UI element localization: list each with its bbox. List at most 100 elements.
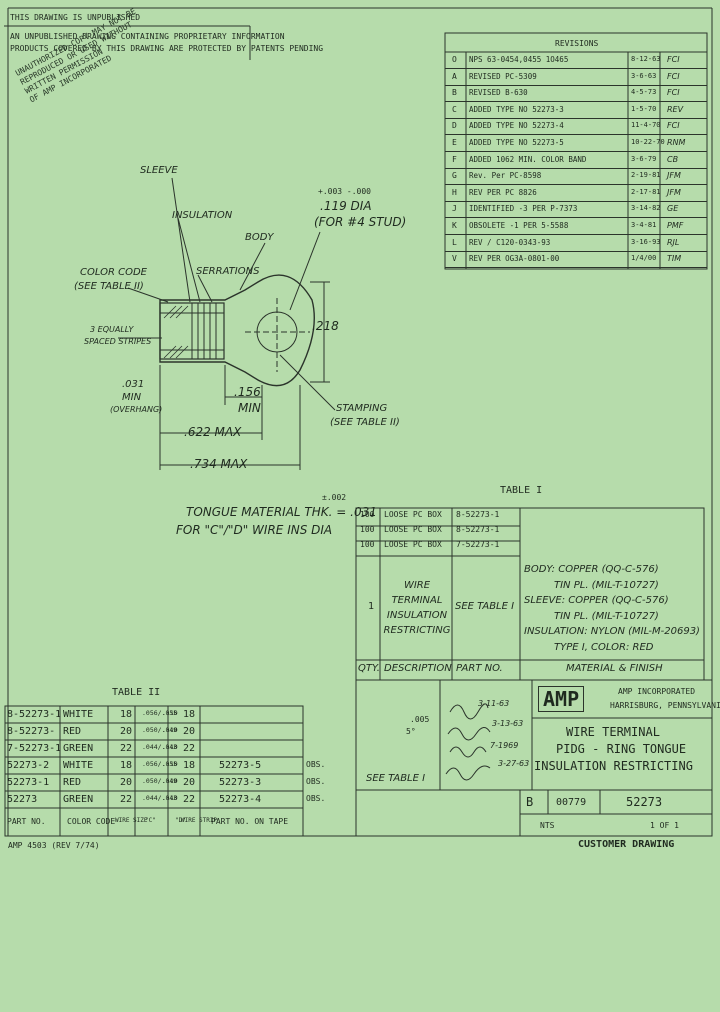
footer-ref: AMP 4503 (REV 7/74)	[8, 841, 100, 850]
revision-date: 3-16-93	[631, 237, 661, 246]
table-2-cell-size: 18	[120, 760, 133, 771]
dim-218: .218	[312, 319, 339, 333]
label-see-table-ii: (SEE TABLE II)	[74, 281, 144, 292]
table-1-desc-line: INSULATION	[386, 610, 448, 621]
table-2-obs-note: OBS.	[306, 777, 326, 786]
revision-by: CB	[667, 154, 679, 164]
table-2-header: COLOR CODE	[67, 817, 116, 826]
table-2-cell-strip: 18	[183, 709, 196, 720]
label-stud-dia: .119 DIA	[320, 199, 372, 213]
table-2-cell-color: WHITE	[63, 760, 94, 771]
table-2-cell-color: GREEN	[63, 794, 94, 805]
revision-by: TIM	[667, 254, 682, 264]
revision-letter: G	[452, 171, 457, 181]
tolerance-angular: 5°	[406, 727, 416, 736]
sheet-number: 1 OF 1	[650, 821, 679, 830]
revision-letter: B	[452, 88, 457, 98]
table-2-cell-strip: 22	[183, 794, 196, 805]
table-1-qty: 100	[360, 510, 375, 519]
table-2-cell-pn: 52273-1	[7, 777, 50, 788]
table-1-pack: LOOSE PC BOX	[384, 510, 442, 519]
cage-code: 00779	[556, 797, 587, 808]
revision-date: 1/4/00	[631, 254, 657, 263]
table-2-cell-color: GREEN	[63, 743, 94, 754]
revision-letter: K	[452, 221, 457, 230]
table-2-cell-size: 20	[120, 777, 133, 788]
revision-letter: V	[452, 254, 457, 264]
label-stud-for: (FOR #4 STUD)	[314, 215, 407, 229]
table-1-head-desc: DESCRIPTION	[384, 663, 452, 674]
table-2-cell-size: 18	[120, 709, 133, 720]
revision-date: 11-4-70	[631, 121, 661, 130]
label-sleeve: SLEEVE	[140, 165, 178, 176]
revision-description: ADDED 1062 MIN. COLOR BAND	[469, 154, 587, 164]
revision-letter: J	[452, 204, 457, 214]
revision-description: ADDED TYPE NO 52273-5	[469, 138, 564, 147]
revision-date: 1-5-70	[631, 104, 657, 113]
table-2-cell-d: .110	[162, 743, 178, 751]
table-2-cell-pn: 7-52273-1	[7, 743, 62, 754]
table-1-desc-line: TERMINAL	[391, 595, 443, 606]
dim-622: .622 MAX	[184, 425, 242, 439]
revision-letter: C	[452, 104, 457, 114]
table-2-cell-color: RED	[63, 726, 82, 737]
table-2-header: "C"	[145, 817, 156, 824]
revision-letter: F	[452, 154, 457, 164]
sig-date-2: 3-13-63	[492, 719, 524, 728]
table-2-cell-pn: 52273	[7, 794, 38, 805]
table-2-cell-d: .110	[162, 777, 178, 785]
table-2-cell-c: .056/.055	[142, 760, 178, 768]
signatures	[445, 703, 491, 781]
table-2-cell-d: .110	[162, 726, 178, 734]
table-2-cell-c: .044/.043	[142, 794, 178, 802]
table-2-cell-color: WHITE	[63, 709, 94, 720]
material-ref: SEE TABLE I	[366, 773, 426, 784]
revision-by: FCI	[667, 121, 680, 131]
revision-description: REVISED PC-5309	[469, 71, 537, 81]
table-2-cell-size: 20	[120, 726, 133, 737]
label-stripes-2: SPACED STRIPES	[84, 337, 152, 346]
label-insulation: INSULATION	[172, 210, 233, 221]
company-location: HARRISBURG, PENNSYLVANIA	[610, 701, 720, 710]
table-2-cell-strip: 18	[183, 760, 196, 771]
table-1-materials: BODY: COPPER (QQ-C-576)TIN PL. (MIL-T-10…	[524, 562, 700, 655]
tolerance-linear: .005	[410, 715, 430, 724]
revision-by: RJL	[667, 237, 680, 247]
label-serrations: SERRATIONS	[196, 266, 260, 277]
revision-by: PMF	[667, 221, 684, 230]
title-line-2: PIDG - RING TONGUE	[556, 742, 687, 756]
table-2-cell-c: .050/.049	[142, 726, 178, 734]
table-1-part-number: 8-52273-1	[456, 510, 500, 519]
revision-description: ADDED TYPE NO 52273-3	[469, 104, 564, 114]
table-2-cell-size: 22	[120, 794, 133, 805]
table-2-header: "D"	[175, 817, 186, 824]
table-1-title: TABLE I	[500, 485, 543, 496]
revision-date: 2-19-81	[631, 171, 661, 180]
table-2-header: WIRE SIZE	[115, 817, 148, 824]
table-2-cell-pn: 52273-2	[7, 760, 50, 771]
revision-date: 2-17-81	[631, 187, 661, 196]
label-stamping-ref: (SEE TABLE II)	[330, 417, 400, 428]
notice-line-2: AN UNPUBLISHED DRAWING CONTAINING PROPRI…	[10, 32, 285, 41]
table-1-material-line: TIN PL. (MIL-T-10727)	[554, 610, 659, 622]
table-2-cell-strip: 20	[183, 726, 196, 737]
revision-description: IDENTIFIED -3 PER P-7373	[469, 204, 578, 214]
revision-letter: D	[452, 121, 457, 131]
table-2-title: TABLE II	[112, 687, 161, 698]
table-1-head-qty: QTY.	[358, 663, 380, 674]
revision-by: JFM	[667, 187, 681, 197]
revision-letter: E	[452, 138, 457, 147]
table-1-part-number: 7-52273-1	[456, 540, 500, 549]
drawing-size: B	[526, 795, 534, 809]
table-1-material-line: SLEEVE: COPPER (QQ-C-576)	[524, 595, 669, 606]
revision-letter: O	[452, 55, 457, 64]
revision-description: REV PER PC 8826	[469, 187, 537, 197]
